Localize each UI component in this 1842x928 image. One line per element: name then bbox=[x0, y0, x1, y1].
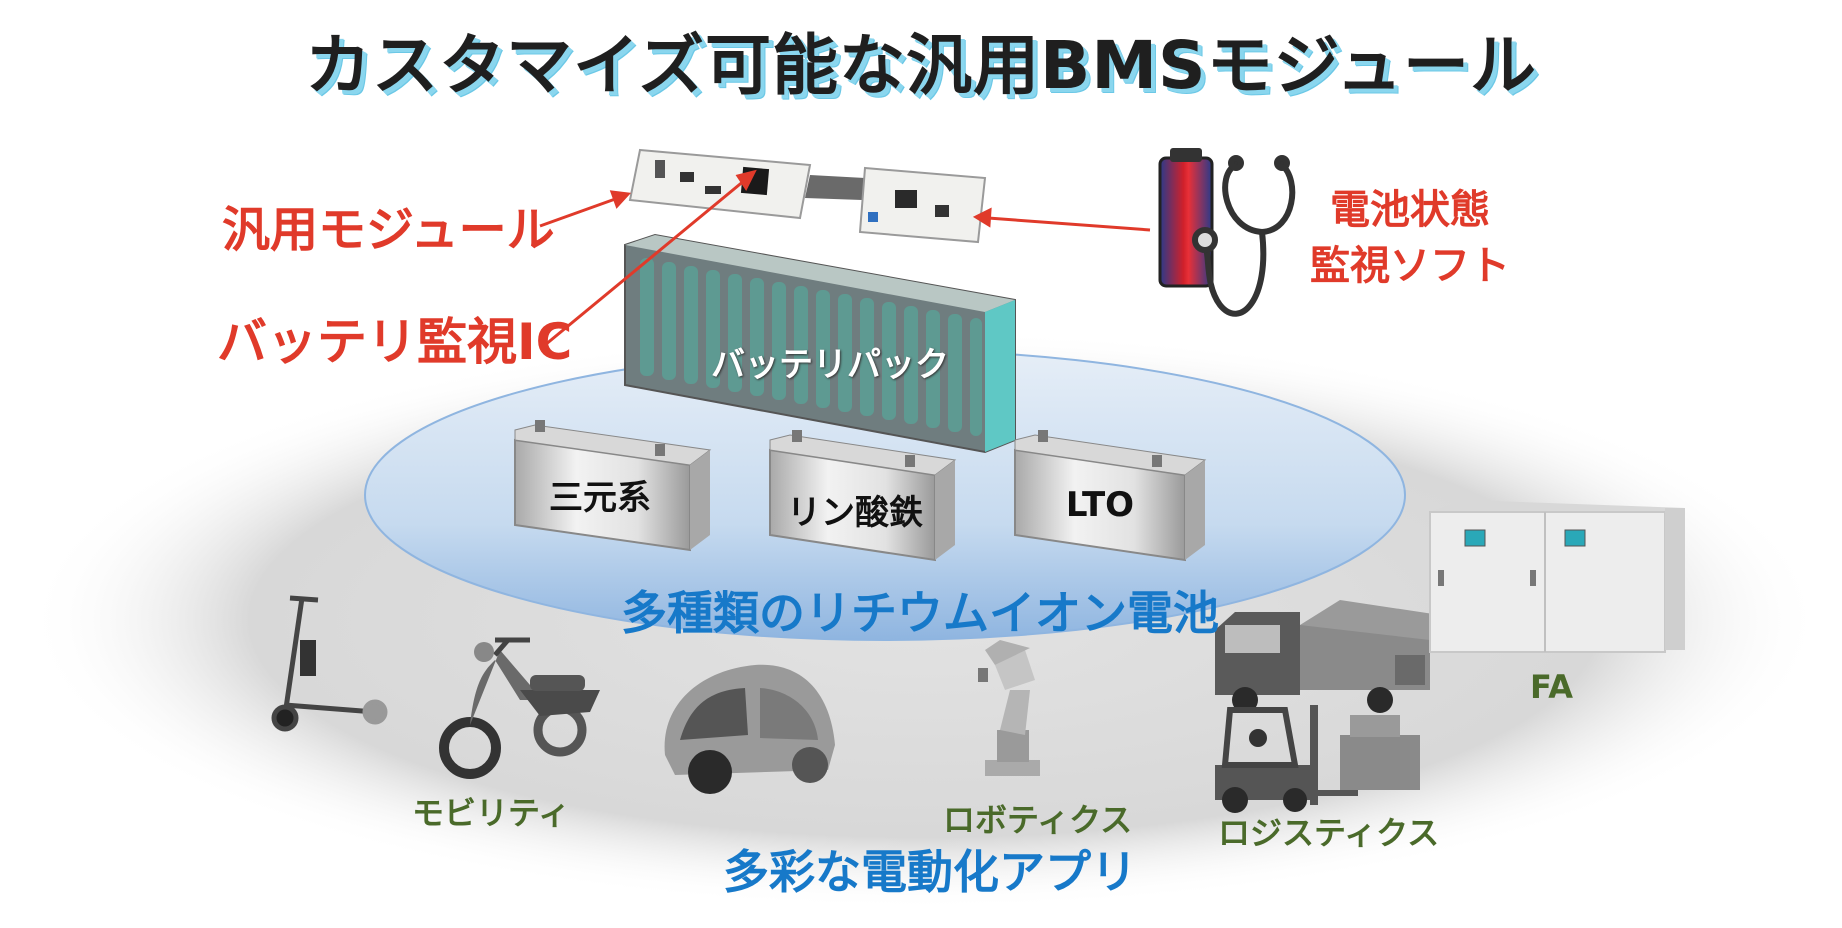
app-label-mobility: モビリティ bbox=[412, 794, 571, 832]
software-label-line2: 監視ソフト bbox=[1310, 243, 1510, 289]
stethoscope-icon bbox=[1192, 155, 1296, 317]
app-label-robotics: ロボティクス bbox=[943, 801, 1133, 839]
kick-scooter-icon bbox=[271, 595, 388, 732]
app-label-fa: FA bbox=[1530, 668, 1573, 706]
micro-car-icon bbox=[664, 664, 835, 794]
prismatic-cell-icon bbox=[514, 420, 712, 552]
circuit-board-icon bbox=[628, 148, 987, 244]
forklift-icon bbox=[1215, 705, 1420, 813]
prismatic-cell-icon bbox=[1014, 430, 1207, 562]
software-label-line1: 電池状態 bbox=[1330, 187, 1490, 233]
app-label-logistics: ロジスティクス bbox=[1218, 814, 1440, 852]
motor-scooter-icon bbox=[439, 637, 600, 779]
battery-pack-icon bbox=[624, 233, 1016, 454]
applications-label: 多彩な電動化アプリ bbox=[723, 845, 1137, 899]
module-label: 汎用モジュール bbox=[222, 202, 555, 258]
cell-label-ncm: 三元系 bbox=[549, 478, 651, 518]
cell-label-lfp: リン酸鉄 bbox=[787, 493, 923, 533]
lithium-ion-label: 多種類のリチウムイオン電池 bbox=[621, 586, 1219, 640]
smartphone-battery-icon bbox=[1158, 148, 1214, 288]
monitoring-software-label: 電池状態 監視ソフト bbox=[1300, 182, 1520, 294]
prismatic-cell-icon bbox=[769, 430, 957, 562]
robot-arm-icon bbox=[978, 640, 1040, 776]
truck-icon bbox=[1215, 600, 1440, 713]
control-cabinet-icon bbox=[1429, 500, 1685, 653]
battery-pack-label: バッテリパック bbox=[711, 345, 949, 385]
callout-arrows bbox=[539, 169, 1151, 347]
cell-label-lto: LTO bbox=[1065, 485, 1135, 525]
page-title: カスタマイズ可能な汎用BMSモジュール bbox=[305, 27, 1537, 104]
monitor-ic-label: バッテリ監視IC bbox=[217, 313, 573, 371]
